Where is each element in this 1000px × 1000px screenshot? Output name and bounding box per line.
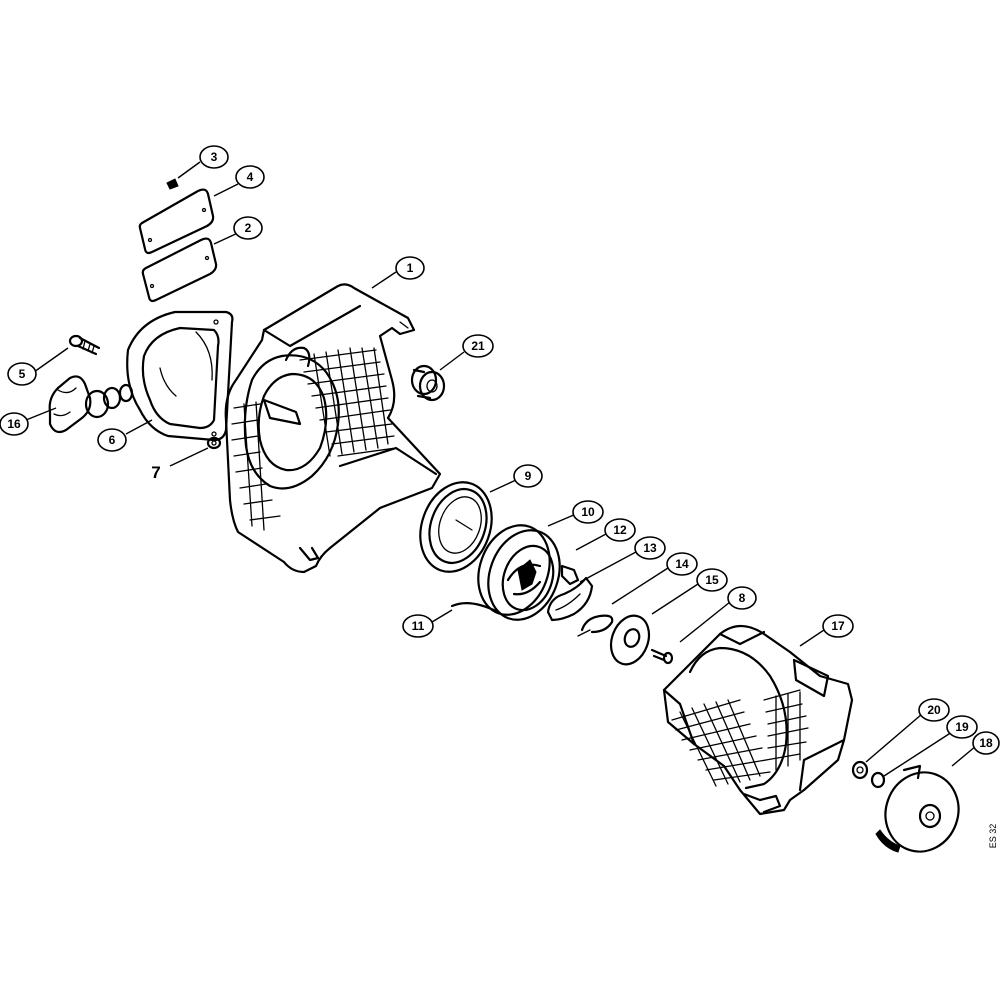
svg-text:13: 13: [643, 541, 657, 555]
svg-text:12: 12: [613, 523, 627, 537]
part-13-pawl: [546, 576, 594, 622]
part-9-rewind-spring: [419, 481, 493, 573]
svg-text:16: 16: [7, 417, 21, 431]
part-8-screw: [650, 648, 674, 665]
svg-text:5: 5: [19, 367, 26, 381]
part-3-screw: [166, 178, 179, 190]
callout-11: 11: [402, 614, 434, 638]
svg-text:1: 1: [407, 261, 414, 275]
svg-text:21: 21: [471, 339, 485, 353]
svg-text:15: 15: [705, 573, 719, 587]
svg-text:19: 19: [955, 720, 969, 734]
svg-text:6: 6: [109, 433, 116, 447]
callout-14: 14: [666, 552, 698, 576]
part-12-pawl: [560, 564, 580, 586]
callout-1: 1: [395, 256, 425, 280]
svg-text:2: 2: [245, 221, 252, 235]
callout-20: 20: [918, 698, 950, 722]
callout-3: 3: [199, 145, 229, 169]
side-note: ES 32: [988, 824, 998, 849]
callout-5: 5: [7, 362, 37, 386]
part-19-washer: [870, 771, 886, 789]
part-14-spring-clip: [577, 614, 614, 637]
callout-10: 10: [572, 500, 604, 524]
leader-lines: [25, 161, 977, 777]
callout-17: 17: [822, 614, 854, 638]
part-11-starter-rope: [450, 601, 500, 614]
svg-text:10: 10: [581, 505, 595, 519]
svg-text:4: 4: [247, 170, 254, 184]
callout-13: 13: [634, 536, 666, 560]
part-20-nut: [851, 760, 869, 780]
part-21-sleeve: [410, 364, 446, 402]
part-4-plate: [138, 188, 215, 255]
part-6-rope-guide: [84, 383, 134, 419]
callout-6: 6: [97, 428, 127, 452]
callout-18: 18: [972, 731, 1000, 755]
part-2-plate: [141, 237, 218, 303]
callout-4: 4: [235, 165, 265, 189]
part-18-cap: [875, 764, 960, 853]
part-16-starter-grip: [48, 375, 92, 434]
callout-16: 16: [0, 412, 29, 436]
label-7: 7: [151, 463, 160, 482]
svg-text:3: 3: [211, 150, 218, 164]
svg-text:11: 11: [412, 619, 425, 633]
svg-text:17: 17: [831, 619, 845, 633]
svg-text:ES 32: ES 32: [988, 824, 998, 849]
svg-text:20: 20: [927, 703, 941, 717]
svg-text:8: 8: [739, 591, 746, 605]
svg-text:18: 18: [979, 736, 993, 750]
svg-text:14: 14: [675, 557, 689, 571]
svg-text:9: 9: [525, 469, 532, 483]
callout-8: 8: [727, 586, 757, 610]
part-7-washer: [206, 436, 222, 450]
callout-12: 12: [604, 518, 636, 542]
cover-mesh: [671, 689, 809, 787]
part-5-bolt: [68, 334, 101, 356]
starter-flange-housing: [126, 310, 234, 442]
callout-21: 21: [462, 334, 494, 358]
callout-9: 9: [513, 464, 543, 488]
callout-2: 2: [233, 216, 263, 240]
part-10-rope-rotor: [477, 524, 561, 621]
part-17-fan-cover: [662, 624, 854, 816]
callout-15: 15: [696, 568, 728, 592]
callout-19: 19: [946, 715, 978, 739]
grille-pattern: [231, 347, 397, 531]
svg-text:7: 7: [151, 463, 160, 482]
part-1-fan-housing: [224, 283, 442, 574]
part-15-washer: [609, 614, 651, 666]
